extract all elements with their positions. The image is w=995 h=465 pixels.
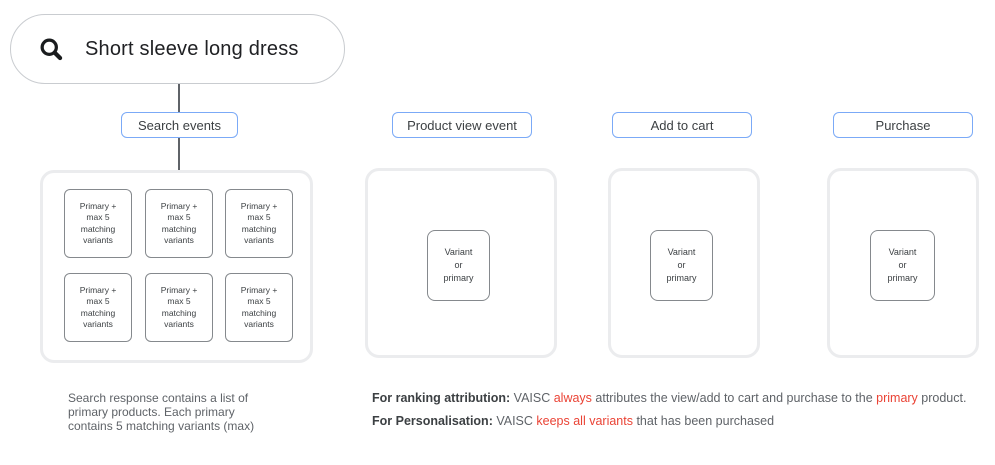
search-result-box: Primary + max 5 matching variants bbox=[225, 273, 293, 342]
ranking-note-label: For ranking attribution: bbox=[372, 391, 511, 405]
search-result-box: Primary + max 5 matching variants bbox=[64, 273, 132, 342]
label-purchase-text: Purchase bbox=[875, 117, 931, 133]
personalisation-note-highlight: keeps all variants bbox=[536, 414, 633, 428]
label-add-to-cart-text: Add to cart bbox=[650, 117, 714, 133]
label-product-view-event: Product view event bbox=[392, 112, 532, 138]
connector-search-to-label bbox=[178, 84, 180, 112]
variant-box-add-to-cart: Variant or primary bbox=[650, 230, 713, 301]
ranking-note-text: VAISC bbox=[510, 391, 554, 405]
personalisation-note-text: that has been purchased bbox=[632, 414, 775, 428]
search-response-note: Search response contains a list of prima… bbox=[68, 391, 255, 433]
personalisation-note-label: For Personalisation: bbox=[372, 414, 493, 428]
search-result-box: Primary + max 5 matching variants bbox=[145, 189, 213, 258]
search-result-box: Primary + max 5 matching variants bbox=[145, 273, 213, 342]
search-result-box: Primary + max 5 matching variants bbox=[64, 189, 132, 258]
label-product-view-event-text: Product view event bbox=[407, 117, 517, 133]
search-icon bbox=[40, 38, 63, 60]
search-query: Short sleeve long dress bbox=[85, 37, 299, 60]
label-purchase: Purchase bbox=[833, 112, 973, 138]
ranking-attribution-note: For ranking attribution: VAISC always at… bbox=[372, 391, 992, 405]
label-search-events-text: Search events bbox=[137, 117, 222, 133]
search-bar: Short sleeve long dress bbox=[10, 14, 345, 84]
label-search-events: Search events bbox=[121, 112, 238, 138]
variant-box-product-view: Variant or primary bbox=[427, 230, 490, 301]
ranking-note-highlight: primary bbox=[876, 391, 918, 405]
connector-label-to-container bbox=[178, 138, 180, 170]
label-add-to-cart: Add to cart bbox=[612, 112, 752, 138]
search-result-box: Primary + max 5 matching variants bbox=[225, 189, 293, 258]
variant-box-purchase: Variant or primary bbox=[870, 230, 935, 301]
personalisation-note: For Personalisation: VAISC keeps all var… bbox=[372, 414, 992, 428]
ranking-note-text: product. bbox=[917, 391, 967, 405]
ranking-note-text: attributes the view/add to cart and purc… bbox=[591, 391, 877, 405]
ranking-note-highlight: always bbox=[553, 391, 592, 405]
personalisation-note-text: VAISC bbox=[492, 414, 537, 428]
